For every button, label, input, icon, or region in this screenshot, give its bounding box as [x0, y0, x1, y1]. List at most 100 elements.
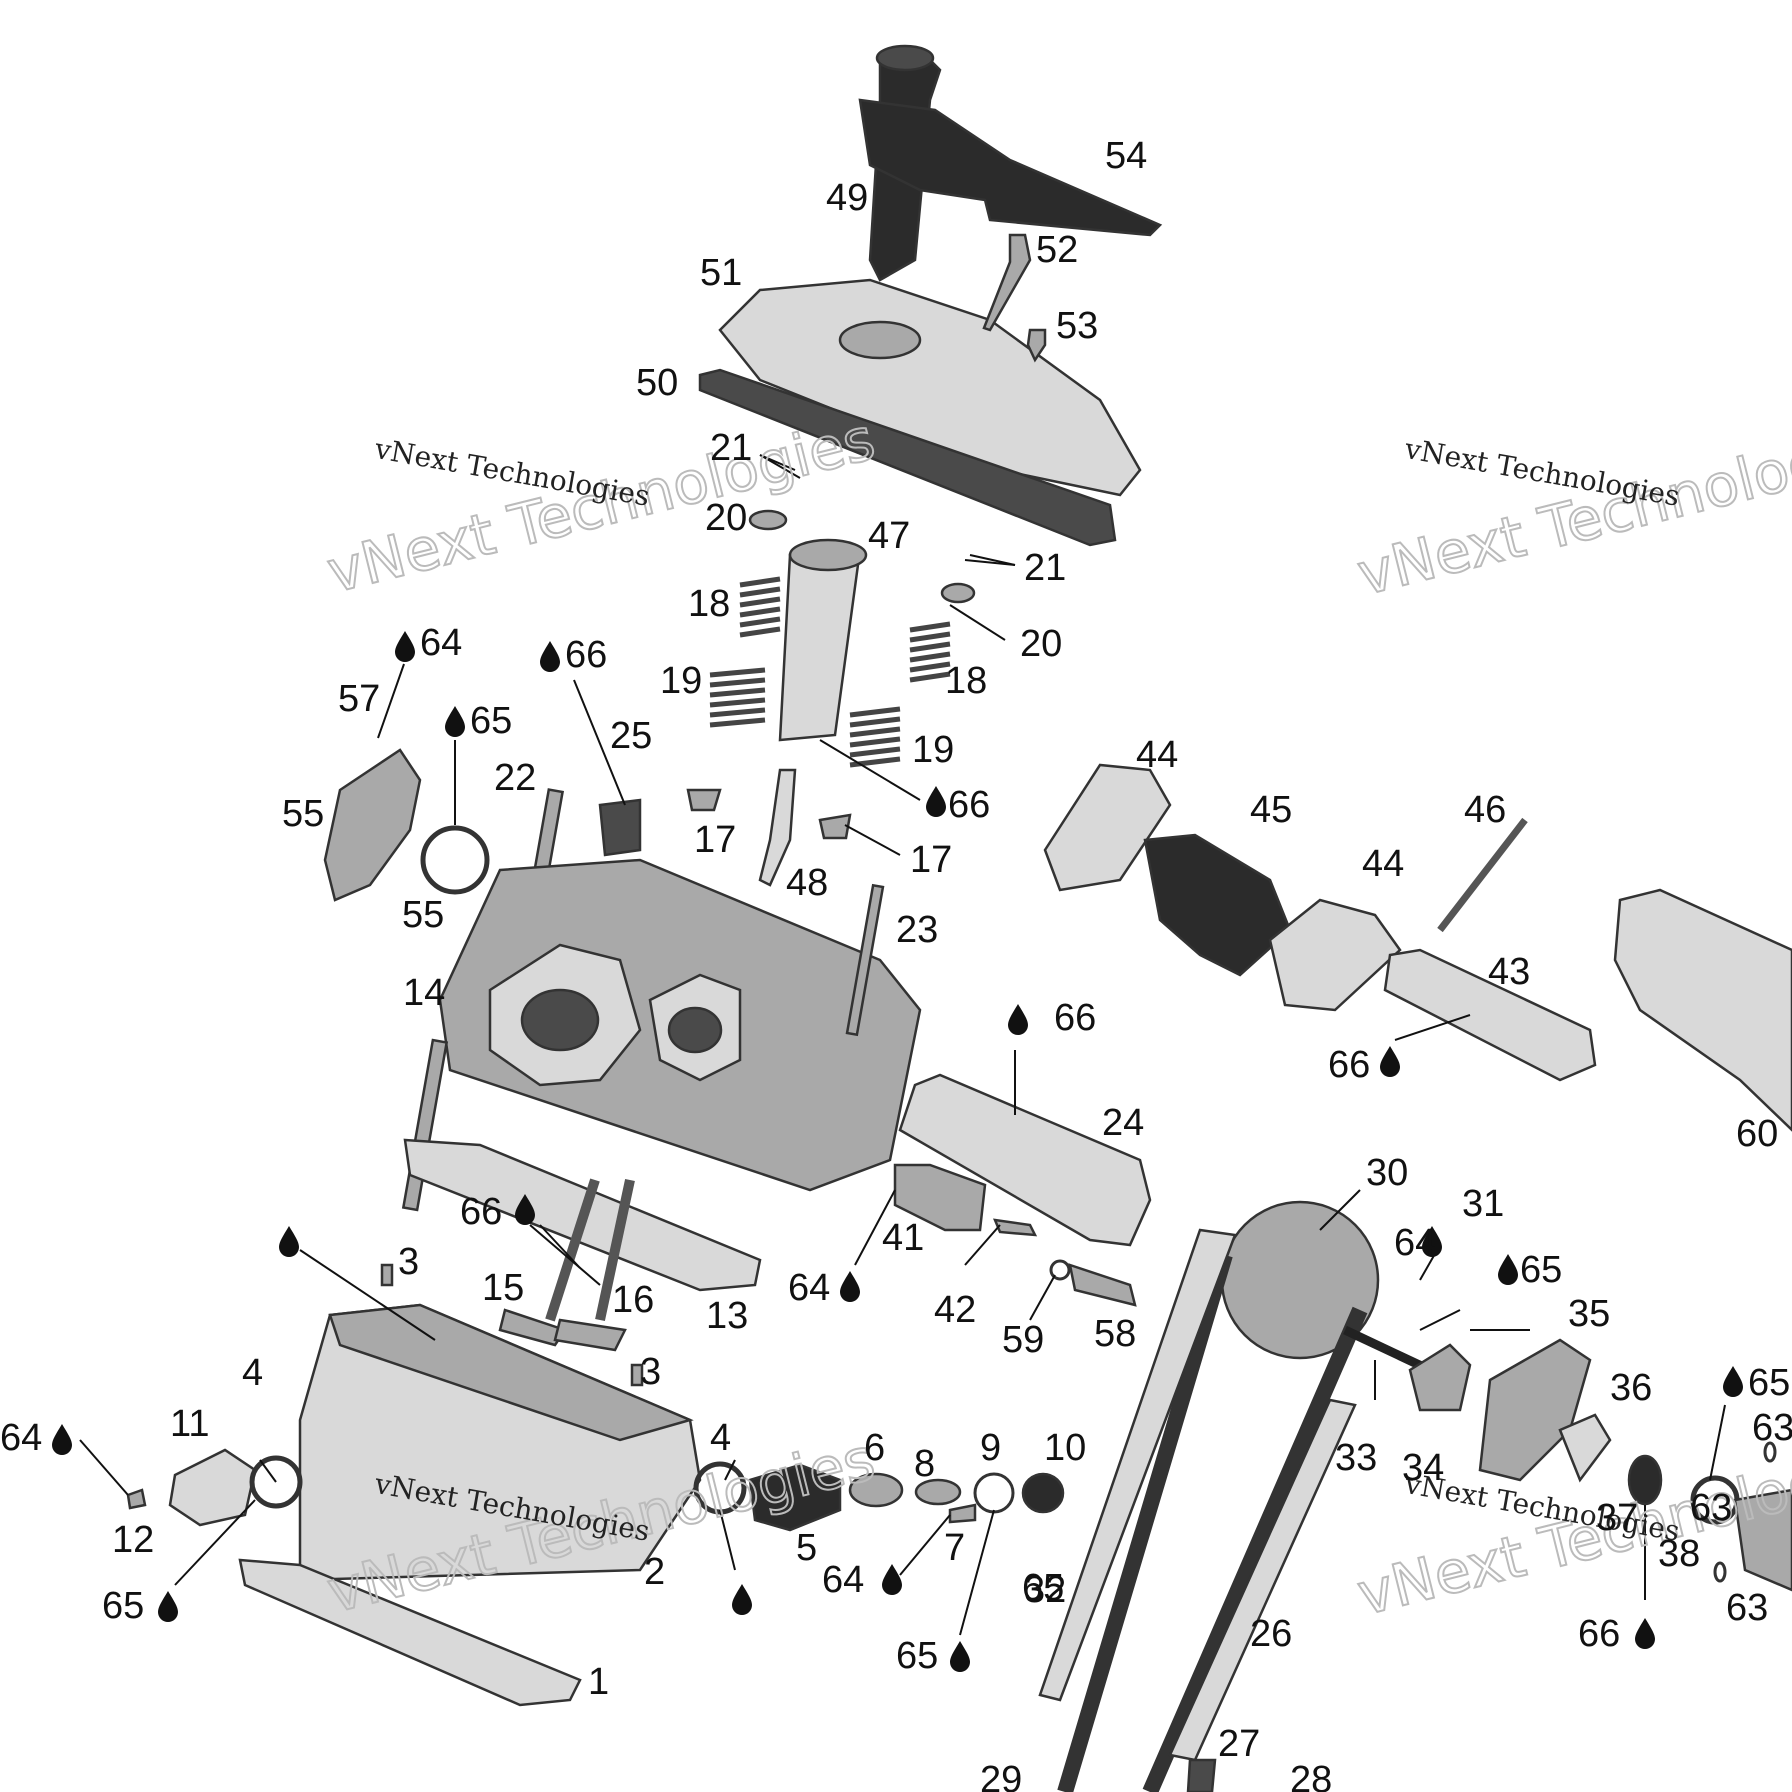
callout-label: 31 [1462, 1183, 1504, 1225]
callout-label: 12 [112, 1519, 154, 1561]
pump-housing [1733, 1488, 1792, 1592]
callout-label: 51 [700, 252, 742, 294]
thermostat [848, 1472, 904, 1508]
oil-drop-icon [926, 786, 946, 817]
callout-label: 66 [1054, 997, 1096, 1039]
bolt-33 [1343, 1325, 1432, 1375]
callout-label: 66 [1578, 1613, 1620, 1655]
callout-label: 66 [565, 634, 607, 676]
cap-10 [1021, 1472, 1065, 1514]
oil-drop-icon [732, 1584, 752, 1615]
callout-label: 63 [1752, 1407, 1792, 1449]
thermostat-housing [748, 1463, 842, 1532]
head-bolt [845, 883, 885, 1037]
callout-label: 19 [912, 729, 954, 771]
callout-label: 21 [710, 427, 752, 469]
callout-label: 9 [980, 1427, 1001, 1469]
part-8 [914, 1478, 962, 1506]
callout-label: 64 [0, 1417, 42, 1459]
plug-tube-top [788, 538, 868, 572]
callout-label: 7 [944, 1527, 965, 1569]
oring-4-left [249, 1455, 303, 1509]
callout-label: 65 [896, 1635, 938, 1677]
spring-retainer-right [940, 582, 976, 604]
callout-label: 38 [1658, 1533, 1700, 1575]
callout-label: 52 [1036, 229, 1078, 271]
callout-label: 26 [1250, 1613, 1292, 1655]
callout-label: 65 [1520, 1249, 1562, 1291]
oil-drop-icon [279, 1226, 299, 1257]
callout-label: 64 [420, 622, 462, 664]
screw-42 [993, 1218, 1038, 1237]
callout-label: 64 [822, 1559, 864, 1601]
camshaft [898, 1073, 1152, 1247]
cover-screw-12 [126, 1488, 147, 1510]
timing-chain [1057, 1252, 1368, 1792]
callout-label: 14 [403, 972, 445, 1014]
oil-drop-icon [1008, 1004, 1028, 1035]
callout-label: 2 [644, 1551, 665, 1593]
callout-label: 64 [1394, 1222, 1436, 1264]
callout-label: 16 [612, 1279, 654, 1321]
oil-drop-icon [1635, 1618, 1655, 1649]
valve-cover-boss [838, 320, 922, 360]
callout-label: 23 [896, 909, 938, 951]
cylinder [298, 1303, 702, 1582]
ring-9 [973, 1472, 1015, 1514]
plug-58 [1068, 1263, 1137, 1307]
callout-label: 20 [1020, 623, 1062, 665]
spring-retainer-left [748, 509, 788, 531]
callout-label: 58 [1094, 1313, 1136, 1355]
callout-label: 49 [826, 177, 868, 219]
valve-spring-18-left [739, 576, 781, 638]
callout-label: 18 [945, 660, 987, 702]
callout-label: 21 [1024, 547, 1066, 589]
washer-34 [1408, 1343, 1472, 1412]
chain-tensioner-26 [1168, 1398, 1357, 1762]
callout-label: 48 [786, 862, 828, 904]
cover-screw [1026, 328, 1047, 363]
seal-37 [1627, 1454, 1663, 1506]
ring-63-lower [1713, 1561, 1727, 1583]
leader-lines [79, 454, 1726, 1636]
callout-label: 64 [788, 1267, 830, 1309]
callout-label: 37 [1596, 1497, 1638, 1539]
dowel-pin-upper [380, 1263, 394, 1287]
coolant-cover [168, 1448, 257, 1527]
oil-drop-icon [158, 1591, 178, 1622]
oil-drop-icon [1723, 1366, 1743, 1397]
oil-drop-icon [52, 1424, 72, 1455]
callout-label: 13 [706, 1295, 748, 1337]
intake-manifold [1613, 888, 1792, 1132]
callout-label: 6 [864, 1427, 885, 1469]
callout-label: 10 [1044, 1427, 1086, 1469]
callout-label: 29 [980, 1759, 1022, 1792]
valve-spring-19-right [849, 706, 901, 768]
parts-layer [126, 44, 1792, 1792]
callout-label: 3 [398, 1241, 419, 1283]
callout-label: 35 [1568, 1293, 1610, 1335]
callout-label: 60 [1736, 1113, 1778, 1155]
callout-label: 15 [482, 1267, 524, 1309]
valve-seal-right [818, 813, 852, 840]
callout-label: 25 [610, 715, 652, 757]
callout-label: 50 [636, 362, 678, 404]
callout-label: 1 [588, 1661, 609, 1703]
callout-label: 63 [1726, 1587, 1768, 1629]
callout-label: 18 [688, 583, 730, 625]
callout-label: 19 [660, 660, 702, 702]
callout-label: 41 [882, 1217, 924, 1259]
callout-label: 44 [1362, 843, 1404, 885]
callout-label: 65 [1022, 1567, 1064, 1609]
valve-spring-18-right [909, 621, 951, 683]
oil-drop-icon [445, 706, 465, 737]
callout-label: 43 [1488, 951, 1530, 993]
valves [498, 1178, 635, 1352]
rocker-support-right [1268, 898, 1402, 1012]
oil-drop-icon [1380, 1046, 1400, 1077]
callout-label: 65 [102, 1585, 144, 1627]
callout-label: 66 [460, 1191, 502, 1233]
oil-drop-icon [540, 641, 560, 672]
oil-drop-icon [882, 1564, 902, 1595]
ring-63-upper [1763, 1441, 1777, 1463]
